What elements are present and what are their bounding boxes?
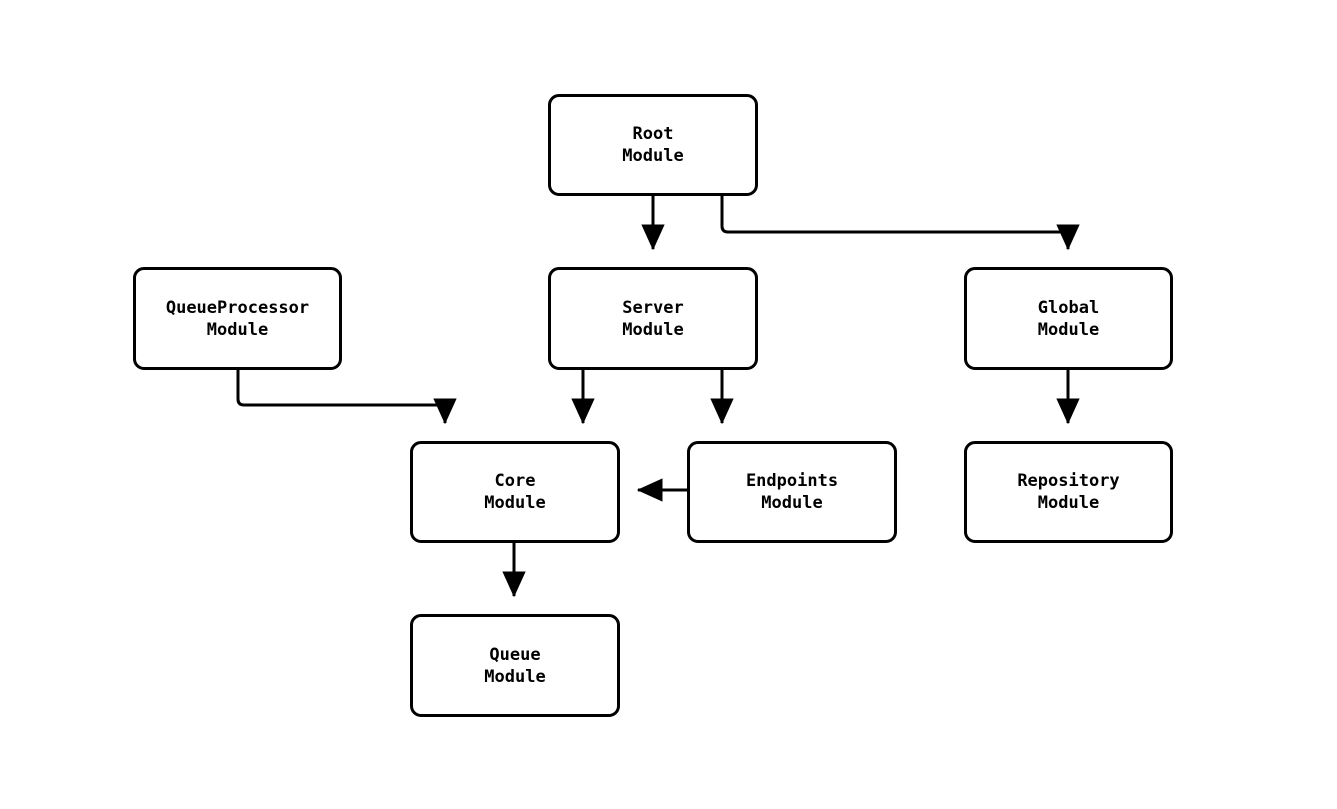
node-queue-line2: Module xyxy=(484,666,546,687)
edge-queueprocessor-to-core xyxy=(236,370,457,425)
node-endpoints-line1: Endpoints xyxy=(745,471,839,491)
node-core-line1: Core xyxy=(494,471,536,491)
edge-root-to-global xyxy=(720,196,1080,251)
node-server-line2: Module xyxy=(622,319,684,340)
node-queue[interactable]: Queue Module xyxy=(410,614,620,717)
node-repository[interactable]: Repository Module xyxy=(964,441,1173,543)
node-root-line1: Root xyxy=(632,124,674,144)
node-core-line2: Module xyxy=(484,493,546,513)
node-queueprocessor-line2: Module xyxy=(206,319,269,340)
node-root[interactable]: Root Module xyxy=(548,94,758,196)
node-global[interactable]: Global Module xyxy=(964,267,1173,370)
node-queue-line1: Queue xyxy=(489,644,541,665)
node-global-line1: Global xyxy=(1037,297,1100,318)
node-server-line1: Server xyxy=(622,297,684,318)
node-queueprocessor-line1: QueueProcessor xyxy=(165,297,310,318)
node-endpoints-line2: Module xyxy=(761,493,823,513)
node-repository-line2: Module xyxy=(1037,493,1100,513)
node-queueprocessor[interactable]: QueueProcessor Module xyxy=(133,267,342,370)
node-root-line2: Module xyxy=(622,146,684,166)
node-global-line2: Module xyxy=(1037,319,1100,340)
node-repository-line1: Repository xyxy=(1017,471,1120,491)
node-endpoints[interactable]: Endpoints Module xyxy=(687,441,897,543)
node-core[interactable]: Core Module xyxy=(410,441,620,543)
node-server[interactable]: Server Module xyxy=(548,267,758,370)
